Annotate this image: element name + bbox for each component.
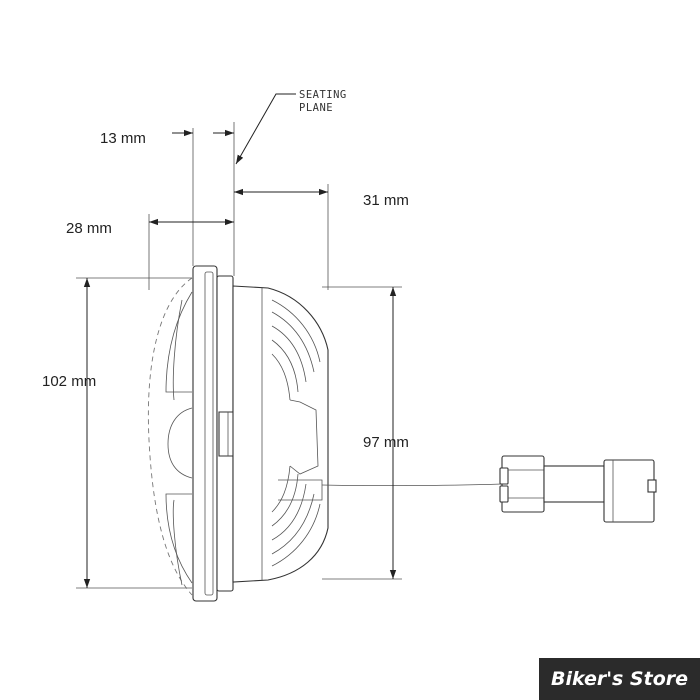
watermark-text: Biker's Store (550, 668, 689, 690)
dim-label-13mm: 13 mm (100, 130, 146, 147)
wire-lead (321, 483, 503, 487)
seating-plane-label-line1: SEATING (299, 89, 347, 101)
seating-plane-leader (235, 93, 296, 165)
bezel-inner-ring (204, 271, 214, 596)
dim-label-97mm: 97 mm (363, 434, 409, 451)
headlight-side-view (147, 265, 503, 602)
dim-label-102mm: 102 mm (42, 373, 96, 390)
dim-label-31mm: 31 mm (363, 192, 409, 209)
wire-connector (499, 455, 657, 523)
lens-inner-line (172, 299, 183, 401)
seating-plane-label-line2: PLANE (299, 102, 333, 114)
rear-housing (232, 285, 329, 583)
heat-sink-fins (271, 299, 323, 567)
dim-label-28mm: 28 mm (66, 220, 112, 237)
lens-inner-line-lower (172, 499, 183, 586)
lens-lower-reflector (165, 493, 193, 584)
extension-lines (76, 122, 402, 589)
store-watermark: Biker's Store (539, 658, 700, 700)
lens-outline (147, 277, 193, 596)
lens-upper-reflector (165, 291, 193, 393)
lens-center-dome (167, 407, 193, 479)
